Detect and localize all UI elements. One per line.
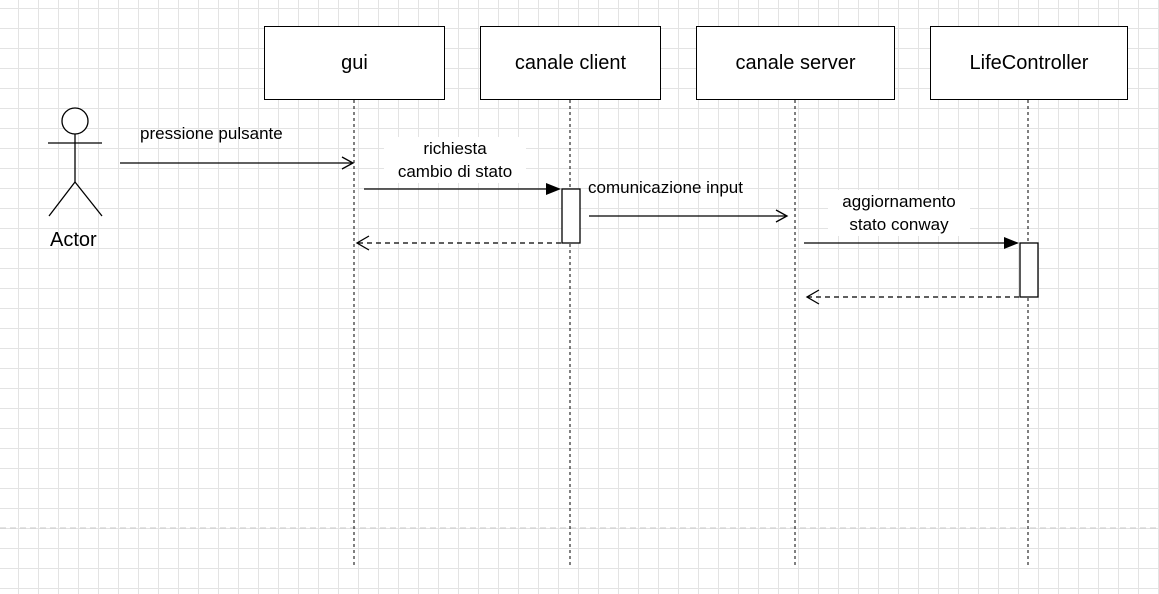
message-pressione-pulsante-label: pressione pulsante bbox=[140, 124, 283, 143]
return-to-gui-arrow[interactable] bbox=[355, 235, 561, 251]
participant-gui[interactable]: gui bbox=[264, 26, 445, 100]
activation-bar-controller bbox=[1019, 242, 1039, 298]
actor-label: Actor bbox=[50, 229, 97, 251]
message-aggiornamento-label-line2: stato conway bbox=[849, 215, 949, 234]
participant-client[interactable]: canale client bbox=[480, 26, 661, 100]
message-richiesta-label: richiesta cambio di stato bbox=[384, 137, 526, 183]
participant-controller-label: LifeController bbox=[969, 51, 1089, 74]
message-comunicazione-input-arrow[interactable] bbox=[589, 209, 789, 223]
message-aggiornamento-label-line1: aggiornamento bbox=[842, 192, 956, 211]
message-aggiornamento-label: aggiornamento stato conway bbox=[828, 190, 970, 236]
message-richiesta-arrow[interactable] bbox=[364, 183, 561, 195]
participant-controller[interactable]: LifeController bbox=[930, 26, 1128, 100]
actor-figure[interactable] bbox=[48, 107, 103, 217]
return-to-server-arrow[interactable] bbox=[805, 289, 1019, 305]
message-richiesta-label-line2: cambio di stato bbox=[397, 162, 513, 181]
participant-gui-label: gui bbox=[341, 51, 368, 74]
message-pressione-pulsante-arrow[interactable] bbox=[120, 156, 355, 170]
activation-bar-client bbox=[561, 188, 581, 244]
participant-server[interactable]: canale server bbox=[696, 26, 895, 100]
participant-server-label: canale server bbox=[735, 51, 856, 74]
message-comunicazione-input-label: comunicazione input bbox=[588, 178, 743, 197]
message-richiesta-label-line1: richiesta bbox=[423, 139, 487, 158]
message-aggiornamento-arrow[interactable] bbox=[804, 237, 1019, 249]
participant-client-label: canale client bbox=[514, 51, 627, 74]
